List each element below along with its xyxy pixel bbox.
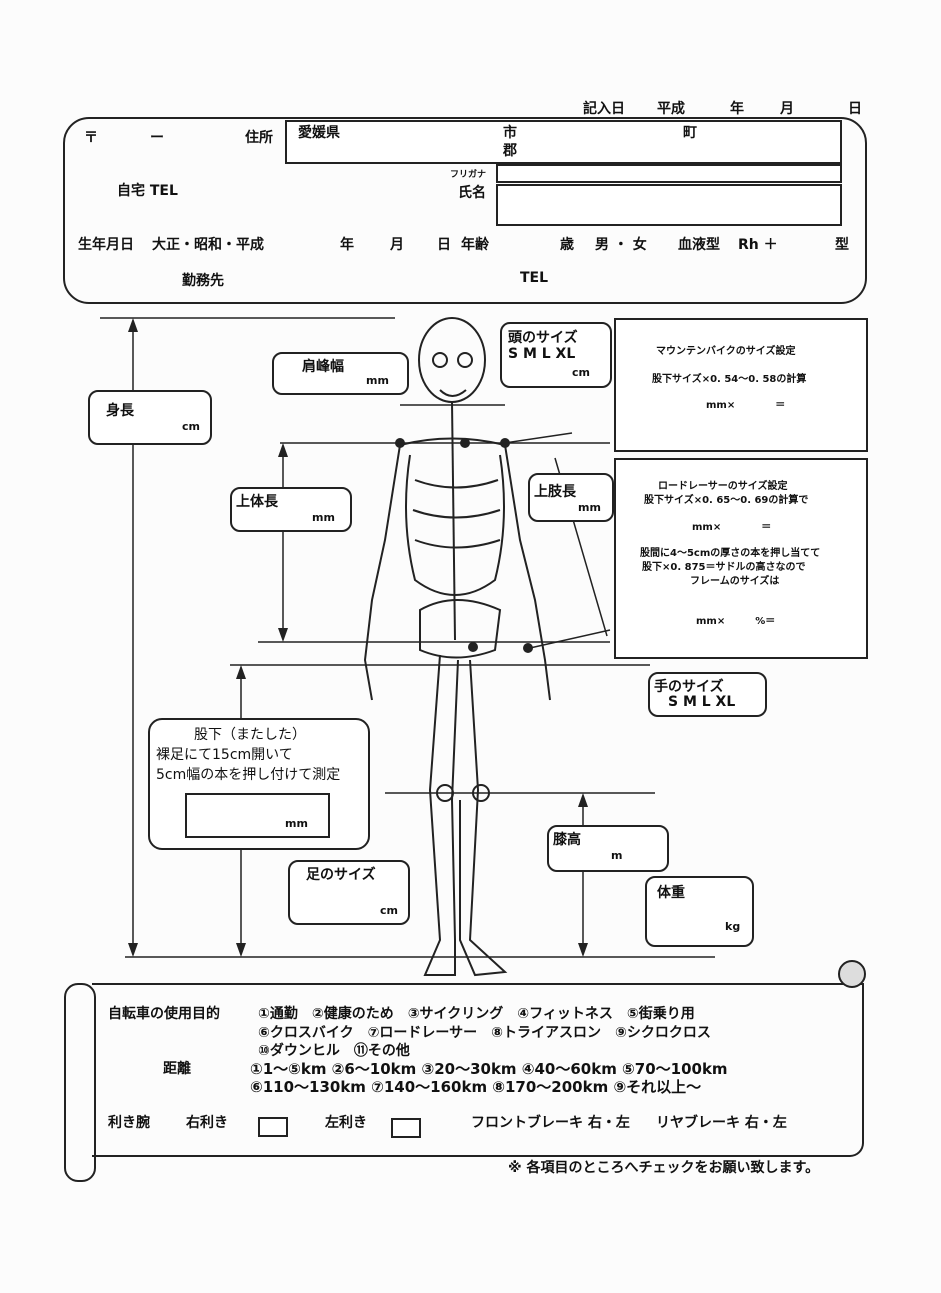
mtb-title: マウンテンバイクのサイズ設定 (656, 346, 796, 357)
head-label: 頭のサイズ (508, 330, 578, 346)
shoulder-box[interactable]: 肩峰幅 mm (272, 352, 409, 395)
knee-label: 膝高 (553, 832, 581, 848)
home-tel-label: 自宅 TEL (117, 183, 178, 199)
inseam-line2: 5cm幅の本を押し付けて測定 (156, 767, 341, 783)
birth-day: 日 (437, 237, 451, 253)
height-box[interactable]: 身長 cm (88, 390, 212, 445)
distance-label: 距離 (163, 1061, 191, 1077)
road-formula: 股下サイズ×0. 65～0. 69の計算で (644, 495, 809, 506)
inseam-label: 股下（またした） (194, 727, 306, 743)
right-handed-checkbox[interactable] (258, 1117, 288, 1137)
handedness-label: 利き腕 (108, 1115, 150, 1131)
county: 郡 (503, 143, 517, 159)
entry-era: 平成 (657, 101, 685, 117)
entry-year: 年 (730, 101, 744, 117)
head-unit: cm (572, 366, 590, 379)
head-size-box[interactable]: 頭のサイズ S M L XL cm (500, 322, 612, 388)
road-calc: mm× ＝ (692, 522, 772, 533)
purpose-options-1[interactable]: ①通勤 ②健康のため ③サイクリング ④フィットネス ⑤街乗り用 (258, 1006, 695, 1022)
purpose-label: 自転車の使用目的 (108, 1006, 220, 1022)
foot-size-box[interactable]: 足のサイズ cm (288, 860, 410, 925)
sex-options[interactable]: 男 ・ 女 (595, 237, 647, 253)
scroll-roll-left (64, 983, 96, 1182)
scroll-roll-right (838, 960, 866, 988)
foot-unit: cm (380, 904, 398, 917)
shoulder-label: 肩峰幅 (302, 359, 344, 375)
distance-options-1[interactable]: ①1～⑤km ②6～10km ③20～30km ④40～60km ⑤70～100… (250, 1060, 728, 1078)
footer-note: ※ 各項目のところへチェックをお願い致します。 (508, 1160, 820, 1176)
distance-options-2[interactable]: ⑥110～130km ⑦140～160km ⑧170～200km ⑨それ以上～ (250, 1078, 702, 1096)
city: 市 (503, 125, 517, 141)
left-handed-label: 左利き (325, 1115, 367, 1131)
entry-day: 日 (848, 101, 862, 117)
furigana-field[interactable] (496, 164, 842, 183)
road-note3: フレームのサイズは (690, 576, 780, 587)
height-unit: cm (182, 420, 200, 433)
birth-month: 月 (390, 237, 404, 253)
blood-unit: 型 (835, 237, 849, 253)
hand-size-box[interactable]: 手のサイズ S M L XL (648, 672, 767, 717)
road-calc2: mm× %＝ (696, 616, 776, 627)
shoulder-unit: mm (366, 374, 389, 387)
rear-brake-option[interactable]: リヤブレーキ 右・左 (656, 1115, 787, 1131)
weight-unit: kg (725, 920, 741, 933)
inseam-box: 股下（またした） 裸足にて15cm開いて 5cm幅の本を押し付けて測定 mm (148, 718, 370, 850)
front-brake-option[interactable]: フロントブレーキ 右・左 (471, 1115, 630, 1131)
height-label: 身長 (106, 403, 134, 419)
road-title: ロードレーサーのサイズ設定 (658, 481, 788, 492)
blood-label: 血液型 (678, 237, 720, 253)
knee-unit: m (611, 849, 623, 862)
age-label: 年齢 (461, 237, 489, 253)
weight-box[interactable]: 体重 kg (645, 876, 754, 947)
purpose-options-2[interactable]: ⑥クロスバイク ⑦ロードレーサー ⑧トライアスロン ⑨シクロクロス (258, 1025, 711, 1041)
mtb-formula: 股下サイズ×0. 54～0. 58の計算 (652, 374, 807, 385)
prefecture: 愛媛県 (298, 125, 340, 141)
work-label: 勤務先 (182, 273, 224, 289)
arm-box[interactable]: 上肢長 mm (528, 473, 614, 522)
torso-label: 上体長 (236, 494, 278, 510)
postal-mark: 〒 (84, 130, 98, 146)
foot-label: 足のサイズ (306, 867, 376, 883)
road-size-panel: ロードレーサーのサイズ設定 股下サイズ×0. 65～0. 69の計算で mm× … (614, 458, 868, 659)
torso-unit: mm (312, 511, 335, 524)
inseam-field[interactable]: mm (185, 793, 330, 838)
arm-unit: mm (578, 501, 601, 514)
road-note2: 股下×0. 875＝サドルの高さなので (642, 562, 806, 573)
hand-sizes[interactable]: S M L XL (668, 694, 736, 710)
mtb-calc: mm× ＝ (706, 400, 786, 411)
birth-label: 生年月日 (78, 237, 134, 253)
entry-date-label: 記入日 (583, 101, 625, 117)
work-tel-label: TEL (520, 270, 549, 286)
usage-scroll-frame (92, 983, 864, 1157)
name-label: 氏名 (458, 185, 486, 201)
rh-label: Rh ＋ (738, 237, 778, 253)
birth-eras: 大正・昭和・平成 (152, 237, 264, 253)
furigana-label: フリガナ (450, 170, 487, 180)
postal-dash: ー (150, 130, 164, 146)
head-sizes[interactable]: S M L XL (508, 346, 576, 362)
right-handed-label: 右利き (186, 1115, 228, 1131)
skeleton-figure (363, 317, 551, 977)
hand-label: 手のサイズ (654, 679, 724, 695)
arm-label: 上肢長 (534, 484, 576, 500)
left-handed-checkbox[interactable] (391, 1118, 421, 1138)
torso-box[interactable]: 上体長 mm (230, 487, 352, 532)
inseam-unit: mm (285, 817, 308, 830)
purpose-options-3[interactable]: ⑩ダウンヒル ⑪その他 (258, 1043, 410, 1059)
town: 町 (683, 125, 697, 141)
address-label: 住所 (245, 130, 273, 146)
age-unit: 歳 (560, 237, 574, 253)
mtb-size-panel: マウンテンバイクのサイズ設定 股下サイズ×0. 54～0. 58の計算 mm× … (614, 318, 868, 452)
road-note1: 股間に4～5cmの厚さの本を押し当てて (640, 548, 821, 559)
entry-month: 月 (780, 101, 794, 117)
inseam-line1: 裸足にて15cm開いて (156, 747, 293, 763)
name-field[interactable] (496, 184, 842, 226)
address-field[interactable] (285, 120, 842, 164)
knee-box[interactable]: 膝高 m (547, 825, 669, 872)
birth-year: 年 (340, 237, 354, 253)
weight-label: 体重 (657, 885, 685, 901)
personal-info-frame (63, 117, 867, 304)
